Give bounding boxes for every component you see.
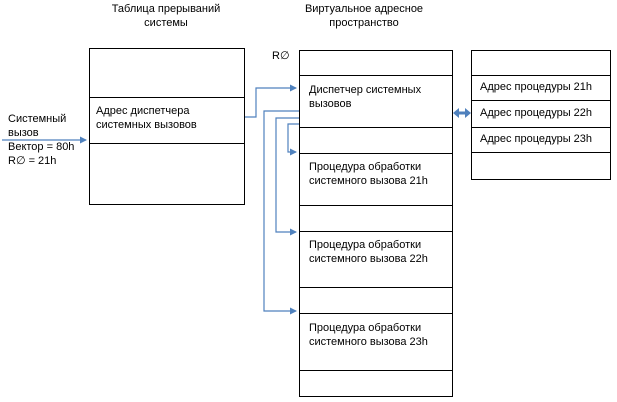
pt-sep-1	[472, 75, 610, 76]
dispatcher-to-proc22-arrow	[275, 117, 299, 236]
syscall-line3: Вектор = 80h	[8, 141, 75, 153]
vs-sep-6	[300, 287, 452, 288]
proc21-line2: системного вызова 21h	[309, 175, 428, 187]
pt-sep-2	[472, 100, 610, 101]
proc22-line2: системного вызова 22h	[309, 253, 428, 265]
dispatcher-text: Диспетчер системных вызовов	[309, 83, 421, 111]
vs-sep-4	[300, 205, 452, 206]
interrupt-table: Адрес диспетчера системных вызовов	[89, 48, 245, 205]
dispatcher-address-line1: Адрес диспетчера	[96, 105, 190, 117]
syscall-line1: Системный	[8, 113, 67, 125]
syscall-label: Системный вызов Вектор = 80h R∅ = 21h	[8, 112, 74, 168]
table-to-dispatcher-arrow	[245, 84, 297, 118]
dispatcher-address-text: Адрес диспетчера системных вызовов	[96, 104, 197, 132]
syscall-line4: R∅ = 21h	[8, 155, 57, 167]
virtual-space-title: Виртуальное адресное пространство	[284, 2, 444, 30]
virtual-space: Диспетчер системных вызовов Процедура об…	[299, 50, 453, 397]
dispatcher-line2: вызовов	[309, 98, 352, 110]
dispatcher-to-proc21-arrow	[287, 123, 299, 156]
vs-sep-3	[300, 153, 452, 154]
proc23-line1: Процедура обработки	[309, 322, 422, 334]
dispatcher-address-line2: системных вызовов	[96, 119, 197, 131]
virtual-space-title-line2: пространство	[329, 17, 399, 29]
proc22-text: Процедура обработки системного вызова 22…	[309, 238, 428, 266]
pt-sep-4	[472, 152, 610, 153]
vs-sep-1	[300, 75, 452, 76]
proc22-line1: Процедура обработки	[309, 239, 422, 251]
procedure-table: Адрес процедуры 21h Адрес процедуры 22h …	[471, 50, 611, 180]
interrupt-table-row-dispatcher: Адрес диспетчера системных вызовов	[90, 97, 244, 144]
interrupt-table-title-line2: системы	[144, 17, 188, 29]
interrupt-table-row-top	[90, 49, 244, 98]
vs-sep-5	[300, 231, 452, 232]
proc23-line2: системного вызова 23h	[309, 336, 428, 348]
dispatcher-to-proc23-arrow	[263, 110, 299, 315]
proc21-text: Процедура обработки системного вызова 21…	[309, 160, 428, 188]
virtual-space-title-line1: Виртуальное адресное	[304, 3, 424, 15]
interrupt-table-title: Таблица прерываний системы	[96, 2, 236, 30]
dispatcher-procedure-table-link	[453, 108, 471, 118]
pt-sep-3	[472, 127, 610, 128]
vs-sep-7	[300, 313, 452, 314]
proc-address-21: Адрес процедуры 21h	[480, 81, 593, 93]
proc21-line1: Процедура обработки	[309, 161, 422, 173]
proc23-text: Процедура обработки системного вызова 23…	[309, 321, 428, 349]
syscall-line2: вызов	[8, 127, 39, 139]
dispatcher-line1: Диспетчер системных	[309, 84, 422, 96]
vs-sep-8	[300, 370, 452, 371]
vs-sep-2	[300, 127, 452, 128]
r0-label: R∅	[272, 50, 290, 62]
interrupt-table-title-line1: Таблица прерываний	[111, 3, 221, 15]
proc-address-22: Адрес процедуры 22h	[480, 107, 593, 119]
proc-address-23: Адрес процедуры 23h	[480, 133, 593, 145]
